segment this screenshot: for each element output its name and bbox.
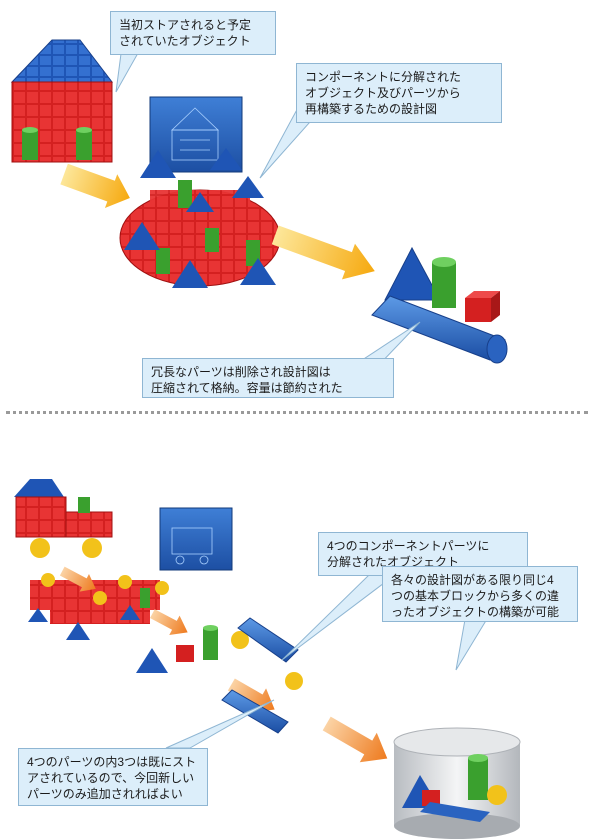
four-component-parts [136, 617, 303, 734]
house-object [10, 39, 114, 163]
callout-stored-text: 4つのパーツの内3つは既にスト アされているので、今回新しい パーツのみ追加され… [27, 755, 197, 801]
decomposed-blocks-bottom [28, 573, 169, 640]
callout-compressed-text: 冗長なパーツは削除され設計図は 圧縮されて格納。容量は節約された [151, 365, 343, 395]
pointer-four-parts [281, 573, 398, 661]
storage-cylinder [393, 727, 521, 839]
callout-blueprint-text: コンポーネントに分解された オブジェクト及びパーツから 再構築するための設計図 [305, 70, 462, 116]
callout-stored: 4つのパーツの内3つは既にスト アされているので、今回新しい パーツのみ追加され… [18, 748, 208, 806]
blueprint-board-bottom [159, 507, 233, 571]
callout-reuse: 各々の設計図がある限り同じ4 つの基本ブロックから多くの違 ったオブジェクトの構… [382, 566, 578, 622]
compressed-parts-top [371, 246, 508, 364]
pointer-reuse [455, 613, 491, 671]
section-divider [6, 411, 588, 414]
callout-original-text: 当初ストアされると予定 されていたオブジェクト [119, 18, 252, 48]
arrow-top-1 [60, 163, 130, 209]
pointer-stored [165, 699, 275, 749]
callout-compressed: 冗長なパーツは削除され設計図は 圧縮されて格納。容量は節約された [142, 358, 394, 398]
arrow-top-2 [271, 225, 375, 280]
callout-original-object: 当初ストアされると予定 されていたオブジェクト [110, 11, 276, 55]
callout-reuse-text: 各々の設計図がある限り同じ4 つの基本ブロックから多くの違 ったオブジェクトの構… [391, 573, 560, 619]
train-object [14, 479, 113, 558]
callout-four-parts-text: 4つのコンポーネントパーツに 分解されたオブジェクト [327, 539, 490, 569]
callout-blueprint: コンポーネントに分解された オブジェクト及びパーツから 再構築するための設計図 [296, 63, 502, 123]
decomposed-blocks-top [119, 148, 281, 288]
blueprint-board-top [149, 96, 243, 173]
arrows-bottom [59, 566, 388, 763]
